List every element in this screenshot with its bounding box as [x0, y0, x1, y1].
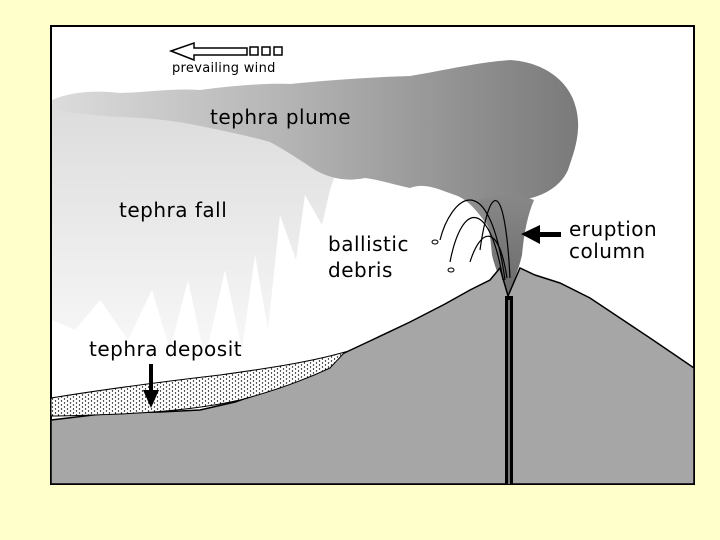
label-tephra-deposit: tephra deposit: [89, 338, 242, 360]
ballistic-block: [448, 268, 454, 272]
label-eruption: eruption: [569, 218, 657, 240]
label-prevailing-wind: prevailing wind: [172, 62, 276, 76]
label-tephra-fall: tephra fall: [119, 199, 227, 221]
ballistic-block: [432, 240, 438, 244]
label-tephra-plume: tephra plume: [210, 106, 351, 128]
label-column: column: [569, 240, 646, 262]
label-debris: debris: [328, 259, 393, 281]
label-ballistic: ballistic: [328, 233, 409, 255]
